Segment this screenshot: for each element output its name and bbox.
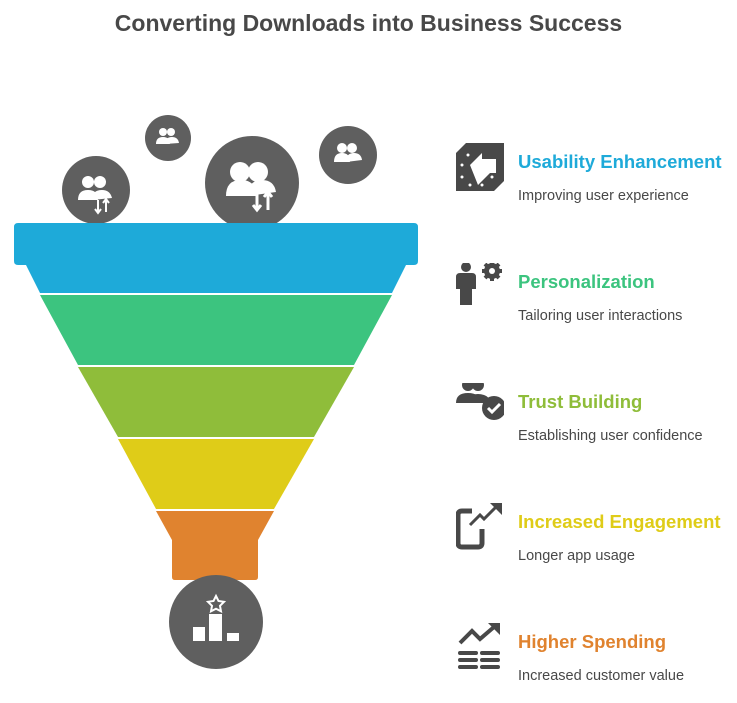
- stage-item-personalization: Personalization Tailoring user interacti…: [456, 263, 737, 343]
- funnel-stage-1: [14, 223, 418, 293]
- stage-item-usability: Usability Enhancement Improving user exp…: [456, 143, 737, 223]
- users-circle-icon: [205, 136, 299, 230]
- users-circle-icon: [62, 156, 130, 224]
- stage-subtitle: Longer app usage: [518, 548, 635, 564]
- stage-title: Increased Engagement: [518, 511, 721, 532]
- funnel-stage-3: [78, 367, 354, 437]
- coins-trend-icon: [458, 623, 500, 669]
- users-circle-icon: [319, 126, 377, 184]
- stage-title: Usability Enhancement: [518, 151, 722, 172]
- stage-item-trust: Trust Building Establishing user confide…: [456, 383, 737, 463]
- page-title: Converting Downloads into Business Succe…: [114, 10, 623, 36]
- stage-item-spending: Higher Spending Increased customer value: [456, 623, 737, 703]
- tag-arrow-icon: [456, 143, 504, 191]
- phone-trend-icon: [456, 503, 502, 550]
- users-check-icon: [456, 383, 504, 420]
- stage-subtitle: Tailoring user interactions: [518, 308, 683, 324]
- stage-title: Higher Spending: [518, 631, 666, 652]
- stage-subtitle: Establishing user confidence: [518, 428, 703, 444]
- stage-subtitle: Improving user experience: [518, 188, 689, 204]
- stage-title: Personalization: [518, 271, 655, 292]
- funnel-stage-4: [118, 439, 314, 509]
- stage-item-engagement: Increased Engagement Longer app usage: [456, 503, 737, 583]
- stage-subtitle: Increased customer value: [518, 668, 685, 684]
- funnel-stage-2: [40, 295, 392, 365]
- funnel-stage-5: [156, 511, 274, 580]
- person-gear-icon: [456, 263, 502, 305]
- stage-title: Trust Building: [518, 391, 643, 412]
